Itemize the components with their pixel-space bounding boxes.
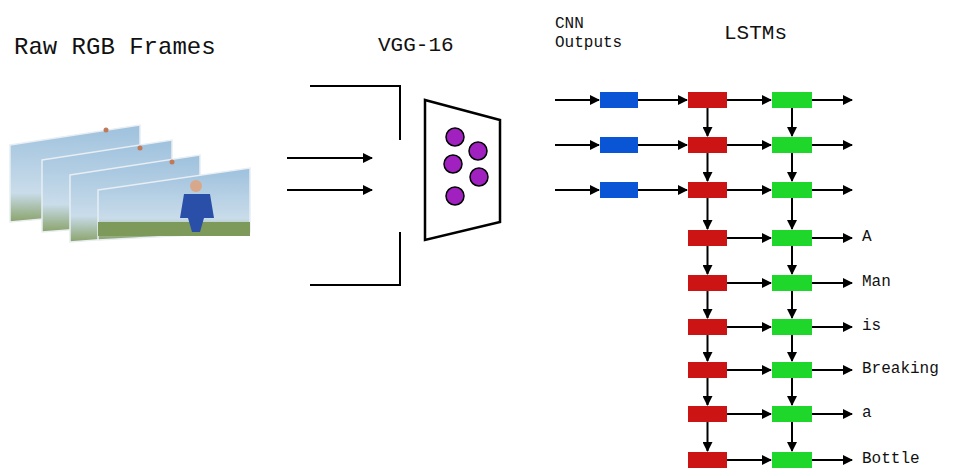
lstm-cell-2 bbox=[772, 92, 812, 108]
lstm-cell-2 bbox=[772, 137, 812, 153]
section-label: Raw RGB Frames bbox=[14, 34, 216, 63]
vgg-wires bbox=[287, 86, 400, 285]
cnn-output-box bbox=[600, 182, 638, 198]
lstm-cell-2 bbox=[772, 319, 812, 335]
vgg-trapezoid bbox=[425, 100, 500, 240]
lstm-cell-1 bbox=[688, 406, 727, 422]
cnn-output-box bbox=[600, 92, 638, 108]
recurrent-arrow bbox=[707, 246, 709, 274]
recurrent-arrow bbox=[707, 422, 709, 451]
layer-arrow bbox=[727, 282, 771, 284]
lstm-cell-2 bbox=[772, 230, 812, 246]
recurrent-arrow bbox=[707, 335, 709, 361]
recurrent-arrow bbox=[707, 153, 709, 181]
recurrent-arrow bbox=[791, 378, 793, 405]
cnn-output-box bbox=[600, 137, 638, 153]
output-arrow bbox=[812, 326, 852, 328]
layer-arrow bbox=[727, 189, 771, 191]
caption-word: Man bbox=[862, 273, 891, 292]
recurrent-arrow bbox=[791, 246, 793, 274]
lstm-cell-1 bbox=[688, 275, 727, 291]
recurrent-arrow bbox=[707, 108, 709, 136]
input-arrow bbox=[555, 144, 599, 146]
recurrent-arrow bbox=[707, 291, 709, 318]
section-label: CNN Outputs bbox=[555, 15, 625, 53]
section-label: LSTMs bbox=[724, 21, 787, 46]
lstm-cell-1 bbox=[688, 92, 727, 108]
output-arrow bbox=[812, 237, 852, 239]
lstm-cell-2 bbox=[772, 406, 812, 422]
layer-arrow bbox=[727, 144, 771, 146]
vgg-neurons bbox=[444, 128, 488, 205]
lstm-cell-2 bbox=[772, 362, 812, 378]
lstm-cell-2 bbox=[772, 275, 812, 291]
input-arrow bbox=[555, 99, 599, 101]
output-arrow bbox=[812, 99, 852, 101]
caption-word: A bbox=[862, 228, 872, 247]
lstm-cell-1 bbox=[688, 182, 727, 198]
output-arrow bbox=[812, 282, 852, 284]
feature-arrow bbox=[638, 99, 687, 101]
caption-word: a bbox=[862, 404, 872, 423]
layer-arrow bbox=[727, 326, 771, 328]
frame-stack bbox=[10, 125, 250, 242]
layer-arrow bbox=[727, 369, 771, 371]
feature-arrow bbox=[638, 189, 687, 191]
section-label: VGG-16 bbox=[378, 33, 454, 58]
lstm-cell-2 bbox=[772, 182, 812, 198]
caption-word: is bbox=[862, 317, 881, 336]
layer-arrow bbox=[727, 413, 771, 415]
input-arrow bbox=[555, 189, 599, 191]
recurrent-arrow bbox=[791, 153, 793, 181]
output-arrow bbox=[812, 144, 852, 146]
caption-word: Bottle bbox=[862, 450, 920, 469]
lstm-cell-1 bbox=[688, 319, 727, 335]
recurrent-arrow bbox=[791, 422, 793, 451]
output-arrow bbox=[812, 369, 852, 371]
lstm-cell-1 bbox=[688, 452, 727, 468]
feature-arrow bbox=[638, 144, 687, 146]
lstm-cell-1 bbox=[688, 137, 727, 153]
caption-word: Breaking bbox=[862, 360, 939, 379]
recurrent-arrow bbox=[707, 378, 709, 405]
recurrent-arrow bbox=[791, 335, 793, 361]
lstm-cell-1 bbox=[688, 362, 727, 378]
lstm-cell-1 bbox=[688, 230, 727, 246]
layer-arrow bbox=[727, 459, 771, 461]
recurrent-arrow bbox=[791, 291, 793, 318]
output-arrow bbox=[812, 413, 852, 415]
recurrent-arrow bbox=[707, 198, 709, 229]
layer-arrow bbox=[727, 237, 771, 239]
recurrent-arrow bbox=[791, 108, 793, 136]
lstm-cell-2 bbox=[772, 452, 812, 468]
output-arrow bbox=[812, 189, 852, 191]
layer-arrow bbox=[727, 99, 771, 101]
output-arrow bbox=[812, 459, 852, 461]
recurrent-arrow bbox=[791, 198, 793, 229]
